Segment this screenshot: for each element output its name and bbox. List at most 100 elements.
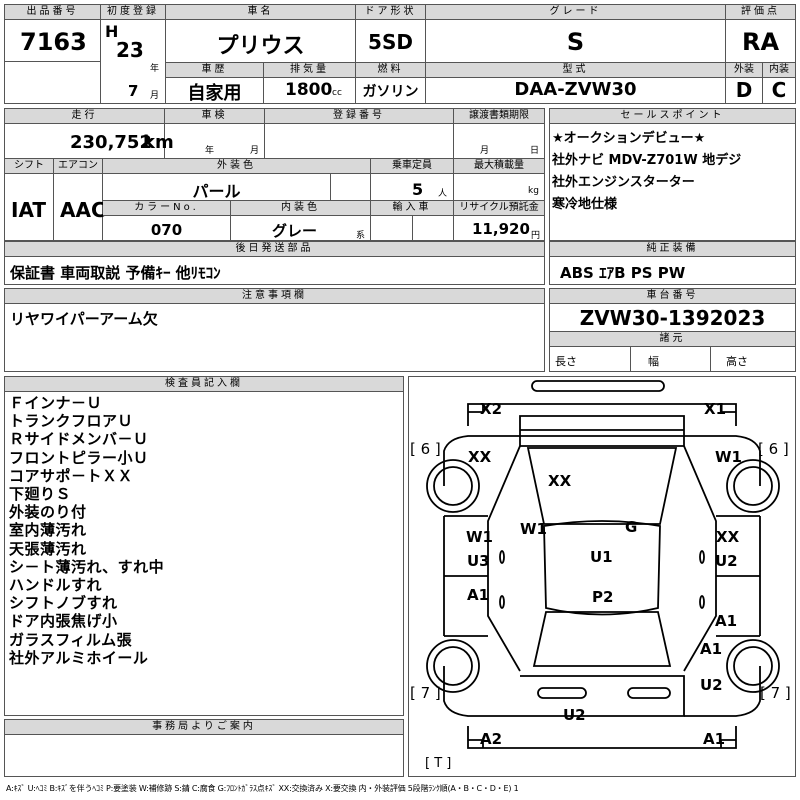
score-label: 評価点 xyxy=(726,5,795,20)
ext-label: 外装 xyxy=(726,63,762,78)
dim-height-label: 高さ xyxy=(726,355,748,368)
dim-length-label: 長さ xyxy=(555,355,577,368)
inspector-line: 下廻りＳ xyxy=(9,485,72,504)
diag-xx-hood: XX xyxy=(548,472,572,490)
inspector-line: Ｒサイドメンバ－Ｕ xyxy=(9,430,149,449)
diag-u2-right: U2 xyxy=(715,552,738,570)
recycle-unit: 円 xyxy=(531,231,541,241)
color-no-value: 070 xyxy=(150,221,183,239)
displacement-value: 1800 xyxy=(285,80,333,100)
inspector-line: ドア内張焦げ小 xyxy=(9,612,118,631)
equipment-label: 純正装備 xyxy=(550,242,795,257)
diag-bracket-6-left: [ 6 ] xyxy=(410,440,441,458)
reg-year-unit: 年 xyxy=(150,64,160,74)
model-name: プリウス xyxy=(216,34,305,59)
notes-label: 注意事項欄 xyxy=(5,289,544,304)
mileage-label: 走行 xyxy=(5,109,164,124)
diag-u1: U1 xyxy=(590,548,613,566)
car-outline-graphic xyxy=(426,380,780,749)
mileage-unit: km xyxy=(143,132,174,153)
inspector-line: フロントピラー小Ｕ xyxy=(9,448,149,467)
office-box xyxy=(4,719,404,777)
recycle-value: 11,920 xyxy=(472,220,530,238)
diag-a1-bottom: A1 xyxy=(703,730,726,748)
color-no-label: カラーNo. xyxy=(103,201,230,216)
fuel-value: ガソリン xyxy=(362,84,419,100)
diag-a1-right: A1 xyxy=(715,612,738,630)
inspector-line: 天張薄汚れ xyxy=(9,539,87,558)
diag-p2: P2 xyxy=(592,588,614,606)
diag-x2: X2 xyxy=(480,400,503,418)
plate-label: 登録番号 xyxy=(265,109,453,124)
dims-label: 諸元 xyxy=(550,332,795,347)
inspector-line: 室内薄汚れ xyxy=(9,521,87,540)
notes-box xyxy=(4,288,545,372)
transfer-label: 譲渡書類期限 xyxy=(454,109,544,124)
fuel-label: 燃料 xyxy=(356,63,425,78)
inspector-line: トランクフロアＵ xyxy=(9,412,134,431)
type-value: DAA-ZVW30 xyxy=(514,79,637,100)
diag-u2-rear-right: U2 xyxy=(700,676,723,694)
reg-month-unit: 月 xyxy=(150,91,160,101)
inspector-line: シフトノブすれ xyxy=(9,594,118,613)
int-color-label: 内装色 xyxy=(231,201,370,216)
car-diagram xyxy=(408,376,796,777)
transfer-month-unit: 月 xyxy=(480,146,490,156)
ac-value: AAC xyxy=(60,198,106,222)
diag-bracket-6-right: [ 6 ] xyxy=(758,440,789,458)
inspector-label: 検査員記入欄 xyxy=(5,377,403,392)
import-label: 輸入車 xyxy=(371,201,453,216)
score-value: RA xyxy=(741,28,780,56)
notes-value: リヤワイパーアーム欠 xyxy=(10,310,158,328)
int-grade: C xyxy=(771,78,787,102)
parts-box xyxy=(4,241,545,285)
sales-points-box xyxy=(549,108,796,241)
chassis-box xyxy=(549,288,796,372)
capacity-value: 5 xyxy=(412,180,424,199)
int-color-value: グレー xyxy=(272,222,318,240)
reg-month: 7 xyxy=(128,82,139,100)
diag-w1-front-right: W1 xyxy=(715,448,742,466)
parts-label: 後日発送部品 xyxy=(5,242,544,257)
chassis-label: 車台番号 xyxy=(550,289,795,304)
diag-g: G xyxy=(625,518,638,536)
sales-points-list: ★オークションデビュー★ 社外ナビ MDV-Z701W 地デジ 社外エンジンスタ… xyxy=(552,128,741,216)
diag-bracket-7-right: [ 7 ] xyxy=(760,684,791,702)
office-label: 事務局よりご案内 xyxy=(5,720,403,735)
history-label: 車歴 xyxy=(166,63,263,78)
diag-u3: U3 xyxy=(467,552,490,570)
ext-color-label: 外装色 xyxy=(103,159,370,174)
capacity-label: 乗車定員 xyxy=(371,159,453,174)
diag-w1-center: W1 xyxy=(520,520,547,538)
shift-value: IAT xyxy=(11,198,47,222)
diag-x1: X1 xyxy=(704,400,727,418)
inspector-line: シ－ト薄汚れ、すれ中 xyxy=(9,557,165,576)
diag-a1-right-rear: A1 xyxy=(700,640,723,658)
inspection-month-unit: 月 xyxy=(250,146,260,156)
diag-w1-left: W1 xyxy=(466,528,493,546)
door-label: ドア形状 xyxy=(356,5,425,20)
diag-a2: A2 xyxy=(480,730,503,748)
legend: A:ｷｽﾞ U:ﾍｺﾐ B:ｷｽﾞを伴うﾍｺﾐ P:要塗装 W:補修跡 S:錆 … xyxy=(6,784,519,793)
grade-label: グレード xyxy=(426,5,725,20)
reg-era: H xyxy=(105,22,119,41)
int-color-unit: 系 xyxy=(356,231,366,241)
displacement-unit: cc xyxy=(332,88,342,98)
load-unit: kg xyxy=(528,186,539,196)
ext-color-value: パール xyxy=(192,182,241,201)
mileage-value: 230,752 xyxy=(70,132,152,153)
equipment-box xyxy=(549,241,796,285)
history-value: 自家用 xyxy=(187,83,242,104)
diag-xx-front-left: XX xyxy=(468,448,492,466)
diag-bracket-t: [ T ] xyxy=(425,756,452,771)
capacity-unit: 人 xyxy=(438,189,448,199)
lot-number: 7163 xyxy=(20,28,87,56)
sales-point-line: 寒冷地仕様 xyxy=(552,197,618,212)
transfer-day-unit: 日 xyxy=(530,146,540,156)
int-label: 内装 xyxy=(763,63,795,78)
type-label: 型式 xyxy=(426,63,725,78)
ext-grade: D xyxy=(735,78,753,102)
diag-a1-left: A1 xyxy=(467,586,490,604)
grade-value: S xyxy=(566,28,585,56)
header-row-1 xyxy=(4,4,796,104)
